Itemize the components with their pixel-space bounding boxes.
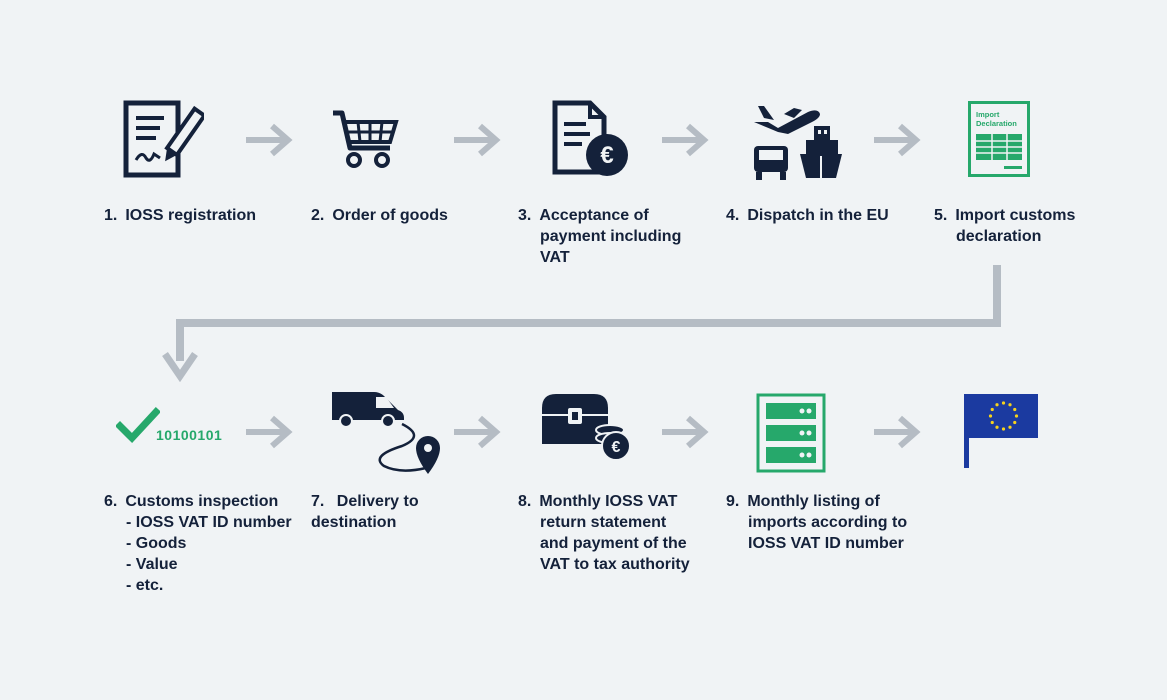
eu-star [1013, 420, 1017, 425]
arrow-right-icon [454, 415, 501, 449]
eu-star [990, 420, 994, 425]
treasure-chest-euro-icon: € [542, 394, 631, 461]
connector-vertical-right [993, 265, 1001, 327]
euro-invoice-icon: € [552, 100, 628, 176]
connector-vertical-left [176, 319, 184, 361]
eu-star [1008, 403, 1012, 407]
arrow-right-icon [454, 123, 501, 157]
eu-star [1001, 427, 1006, 431]
binary-code-text: 10100101 [156, 427, 223, 443]
shopping-cart-icon [333, 110, 399, 168]
arrow-right-icon [874, 123, 921, 157]
arrow-right-icon [662, 123, 709, 157]
arrow-right-icon [874, 415, 921, 449]
declaration-table-icon [976, 134, 1022, 169]
step-5-label: 5.Import customs declaration [934, 207, 1076, 245]
import-declaration-title: Import Declaration [976, 110, 1017, 128]
plane-truck-ship-icon [754, 106, 842, 180]
step-6-label: 6.Customs inspection - IOSS VAT ID numbe… [104, 493, 292, 594]
eu-star [1001, 401, 1006, 405]
step-9-label: 9.Monthly listing of imports according t… [726, 493, 908, 552]
eu-star [1013, 407, 1017, 412]
eu-star [988, 414, 993, 418]
import-word: Import [976, 110, 1000, 119]
step-1-label: 1.IOSS registration [104, 207, 257, 224]
server-rack-icon [756, 393, 826, 473]
svg-text:€: € [600, 142, 613, 169]
step-7-label: 7. Delivery to destination [311, 493, 419, 531]
checkmark-icon [116, 407, 160, 444]
eu-star [990, 407, 994, 412]
svg-text:€: € [612, 439, 621, 456]
arrow-right-icon [662, 415, 709, 449]
connector-horizontal [176, 319, 1001, 327]
eu-star [1008, 425, 1012, 429]
eu-star [995, 425, 999, 429]
eu-flag-icon [964, 394, 1038, 468]
contract-signing-icon [123, 100, 204, 178]
arrow-right-icon [246, 123, 293, 157]
step-4-label: 4.Dispatch in the EU [726, 207, 889, 224]
eu-star [995, 403, 999, 407]
import-declaration-icon: Import Declaration [968, 101, 1030, 177]
step-8-label: 8.Monthly IOSS VAT return statement and … [518, 493, 690, 573]
eu-star [1014, 414, 1019, 418]
arrow-down-icon [162, 352, 198, 382]
declaration-word: Declaration [976, 119, 1017, 128]
step-3-label: 3.Acceptance of payment including VAT [518, 207, 682, 266]
van-route-icon [332, 392, 440, 474]
step-2-label: 2.Order of goods [311, 207, 448, 224]
arrow-right-icon [246, 415, 293, 449]
